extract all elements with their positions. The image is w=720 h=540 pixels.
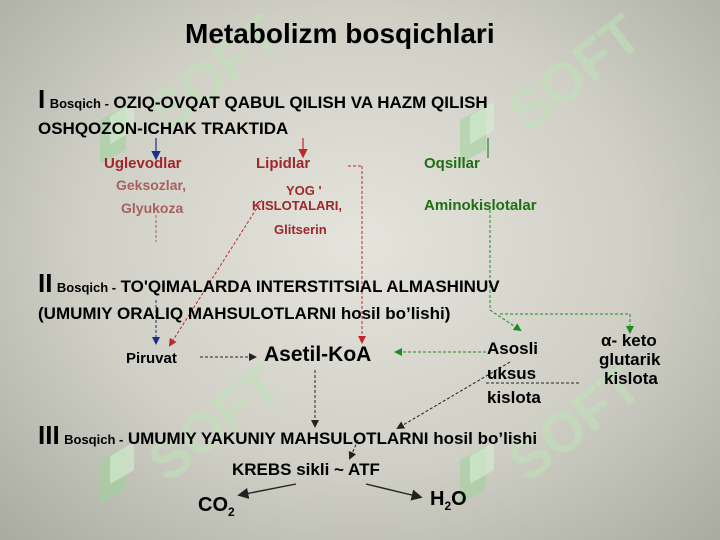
uglevodlar-label: Uglevodlar [104, 155, 182, 172]
asetil-koa-label: Asetil-KoA [264, 343, 372, 366]
arrow-to-co2 [237, 483, 297, 499]
geksozlar-label: Geksozlar, [116, 177, 187, 193]
h-text: H [430, 488, 445, 510]
arrow-to-asosli [489, 309, 522, 332]
yog-label: YOG ' [286, 183, 322, 198]
co2-label: CO2 [198, 494, 235, 519]
kislota-label: kislota [487, 388, 541, 407]
keto-text: - keto [611, 331, 657, 350]
stage-3-text: UMUMIY YAKUNIY MAHSULOTLARNI hosil bo’li… [127, 429, 538, 448]
alpha-symbol: α [601, 331, 612, 350]
glutarik-label: glutarik [599, 350, 661, 369]
arrow-glitserin-to-piruvat [168, 199, 263, 347]
h-subscript: 2 [444, 499, 452, 513]
stage-1-number: I [38, 84, 46, 114]
stage-3-number: III [38, 420, 60, 450]
asosli-label: Asosli [487, 339, 539, 358]
stage-1-text: OZIQ-OVQAT QABUL QILISH VA HAZM QILISH [113, 93, 488, 112]
aminokislotalar-label: Aminokislotalar [424, 197, 537, 214]
stage-1-text-line2: OSHQOZON-ICHAK TRAKTIDA [38, 119, 289, 138]
alpha-keto-label: α- keto [601, 331, 657, 351]
stage-2-word: Bosqich - [56, 280, 117, 295]
arrow-asosli-down [396, 361, 511, 430]
glitserin-label: Glitserin [274, 222, 327, 237]
co-text: CO [198, 494, 228, 516]
arrow-to-krebs [348, 439, 359, 460]
stage-2-text: TO'QIMALARDA INTERSTITSIAL ALMASHINUV [120, 277, 500, 296]
stage-2-heading: II Bosqich - TO'QIMALARDA INTERSTITSIAL … [38, 268, 500, 299]
kislotalari-label: KISLOTALARI, [252, 198, 343, 213]
krebs-label: KREBS sikli ~ ATF [232, 460, 380, 479]
oqsillar-label: Oqsillar [424, 155, 480, 172]
stage-1-heading: I Bosqich - OZIQ-OVQAT QABUL QILISH VA H… [38, 84, 488, 115]
h2o-label: H2O [430, 488, 467, 513]
stage-2-text-line2: (UMUMIY ORALIQ MAHSULOTLARNI hosil bo’li… [38, 304, 451, 323]
glyukoza-label: Glyukoza [121, 200, 184, 216]
uksus-label: uksus [487, 364, 537, 383]
arrow-to-h2o [365, 483, 423, 501]
stage-2-number: II [38, 268, 53, 298]
keto-kislota-label: kislota [604, 369, 658, 388]
lipidlar-label: Lipidlar [256, 155, 311, 172]
stage-3-word: Bosqich - [64, 432, 124, 447]
o-text: O [451, 488, 467, 510]
piruvat-label: Piruvat [126, 350, 177, 367]
stage-1-word: Bosqich - [49, 96, 109, 111]
page-title: Metabolizm bosqichlari [185, 18, 495, 49]
co-subscript: 2 [228, 505, 235, 519]
stage-3-heading: III Bosqich - UMUMIY YAKUNIY MAHSULOTLAR… [38, 420, 537, 451]
